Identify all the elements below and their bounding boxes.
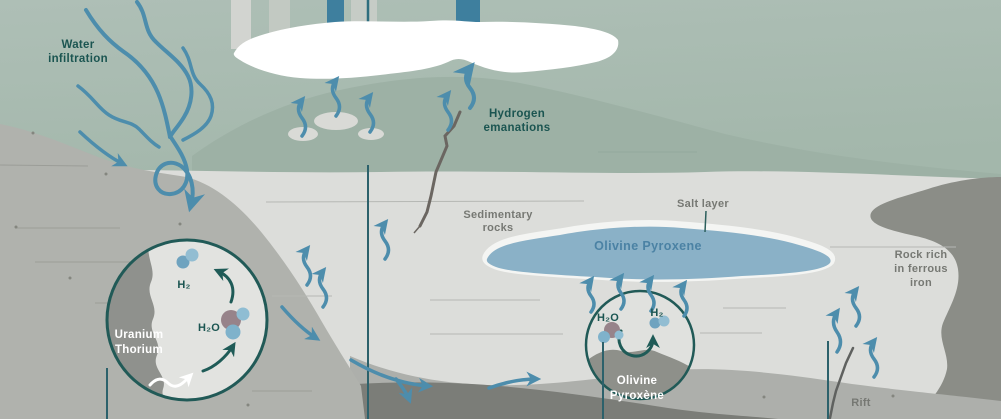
inset-circle-border <box>105 238 269 402</box>
fault-crack-tail <box>413 225 421 234</box>
radiation-wave-arrow <box>148 372 194 388</box>
ferrous-rock-label: in ferrous <box>894 263 948 275</box>
salt-layer-label: Salt layer <box>677 198 729 210</box>
salt-layer-leader-line <box>704 210 707 233</box>
hydrogen-emanation-arrows <box>290 62 880 379</box>
river-network <box>76 0 215 213</box>
borehole-lines <box>106 165 829 419</box>
h2-molecule <box>649 315 670 329</box>
radiolysis-cycle-arrows <box>201 268 236 373</box>
h2-molecule <box>176 248 199 269</box>
hydrogen-emanations-label: emanations <box>484 122 551 134</box>
water-infiltration-label: infiltration <box>48 53 108 65</box>
fault-crack <box>418 110 462 228</box>
groundwater-flow-arrows <box>78 130 542 404</box>
serpentinization-inset-circle <box>584 289 696 401</box>
diagram-labels: Water infiltration Hydrogen emanations S… <box>48 39 948 409</box>
ferrous-rock-label: Rock rich <box>895 249 948 261</box>
h2o-molecule <box>221 307 250 340</box>
rift-label: Rift <box>851 397 871 409</box>
olivine-pyroxene-lens <box>486 226 831 280</box>
serpentinization-h2-label: H₂ <box>650 307 663 319</box>
olivine-pyroxene-rock-label: Olivine <box>617 375 657 387</box>
sedimentary-rocks-label: rocks <box>483 222 514 234</box>
surface-hill <box>192 76 1001 188</box>
sedimentary-rocks-label: Sedimentary <box>463 209 533 221</box>
ferrous-rock-label: iron <box>910 277 932 289</box>
water-infiltration-label: Water <box>61 39 94 51</box>
uranium-thorium-label: Thorium <box>115 344 163 356</box>
ferrous-rock-mass <box>870 177 1001 419</box>
uranium-thorium-label: Uranium <box>115 329 164 341</box>
radiolysis-h2-label: H₂ <box>177 279 190 291</box>
salt-lens-group <box>482 210 836 282</box>
radiolysis-h2o-label: H₂O <box>198 322 220 334</box>
rock-speckles <box>14 131 895 407</box>
hydrogen-emanations-label: Hydrogen <box>489 108 545 120</box>
lens-feeder-arrows <box>579 272 689 318</box>
rift-crack <box>828 346 855 419</box>
olivine-pyroxene-lens-label: Olivine Pyroxene <box>594 239 702 253</box>
h2o-molecule <box>598 322 624 343</box>
olivine-pyroxene-rock-label: Pyroxène <box>610 390 664 402</box>
surface-facility-whiteout <box>233 20 619 79</box>
serpentinization-h2o-label: H₂O <box>597 312 619 324</box>
